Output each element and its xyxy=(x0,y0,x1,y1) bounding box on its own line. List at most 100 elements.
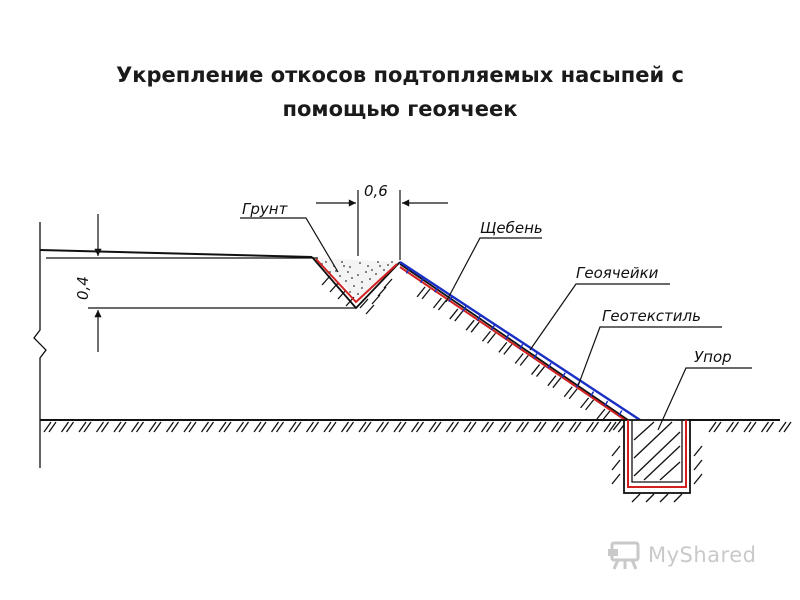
hatch-tick xyxy=(503,343,513,355)
hatch-tick xyxy=(449,308,459,320)
hatch-tick xyxy=(476,315,481,322)
hatch-tick xyxy=(148,421,157,433)
diagram-title: Укрепление откосов подтопляемых насыпей … xyxy=(0,58,800,126)
hatch-tick xyxy=(100,421,110,433)
hatch-tick xyxy=(118,421,127,433)
hatch-tick xyxy=(235,421,245,433)
gravel-dot xyxy=(375,273,377,275)
hatch-tick xyxy=(503,421,512,433)
hatch-tick xyxy=(563,386,573,398)
hatch-tick xyxy=(463,421,472,433)
hatch-tick xyxy=(568,421,577,433)
label-geotextile: Геотекстиль xyxy=(602,307,701,325)
hatch-tick xyxy=(205,421,215,433)
hatch-tick xyxy=(519,343,524,350)
hatch-tick xyxy=(405,267,411,274)
leader-soil xyxy=(240,217,339,273)
hatch-tick xyxy=(596,408,606,420)
hatch-tick xyxy=(713,421,722,433)
hatch-tick xyxy=(434,286,439,293)
hatch-tick xyxy=(48,421,57,433)
hatch-tick xyxy=(568,388,578,400)
label-gravel: Щебень xyxy=(480,219,543,237)
hatch-tick xyxy=(421,288,431,300)
stop-geocell xyxy=(631,420,683,483)
gravel-dot xyxy=(353,285,355,287)
presentation-board-icon xyxy=(608,541,640,570)
gravel-dot xyxy=(339,275,341,277)
hatch-tick xyxy=(200,421,210,433)
hatch-tick xyxy=(450,421,460,433)
hatch-tick xyxy=(555,421,565,433)
hatch-tick xyxy=(363,421,372,433)
hatch-tick xyxy=(481,330,491,342)
title-line-2: помощью геоячеек xyxy=(282,97,518,121)
label-soil: Грунт xyxy=(242,200,289,218)
slope-geotextile-line xyxy=(399,266,632,425)
hatch-tick xyxy=(552,377,562,389)
hatch-tick xyxy=(113,421,122,433)
hatch-tick xyxy=(223,421,232,433)
hatch-tick xyxy=(589,391,595,397)
hatch-tick xyxy=(604,400,609,407)
dimension-width xyxy=(316,190,448,260)
hatch-tick xyxy=(130,421,140,433)
hatch-tick xyxy=(293,421,302,433)
hatch-tick xyxy=(470,321,480,333)
hatch-tick xyxy=(533,353,538,360)
hatch-tick xyxy=(743,421,752,433)
gravel-dot xyxy=(345,280,347,282)
hatch-tick xyxy=(573,421,582,433)
hatch-tick xyxy=(275,421,285,433)
hatch-tick xyxy=(78,421,87,433)
hatch-tick xyxy=(490,324,496,331)
hatch-tick xyxy=(498,341,508,353)
gravel-dot xyxy=(357,293,359,295)
gravel-dot xyxy=(365,271,367,273)
gravel-dot xyxy=(391,261,393,263)
gravel-dot xyxy=(371,269,373,271)
title-line-1: Укрепление откосов подтопляемых насыпей … xyxy=(116,63,684,87)
hatch-tick xyxy=(240,421,250,433)
hatch-tick xyxy=(708,421,717,433)
hatch-tick xyxy=(416,286,426,298)
hatch-tick xyxy=(760,421,770,433)
hatch-tick xyxy=(778,421,787,433)
hatch-tick xyxy=(462,305,467,312)
hatch-tick xyxy=(437,299,447,311)
hatch-tick xyxy=(519,355,529,366)
hatch-tick xyxy=(465,319,475,331)
hatch-tick xyxy=(504,334,510,341)
dimension-depth-label: 0,4 xyxy=(74,276,92,300)
hatch-tick xyxy=(345,421,355,433)
gravel-dot xyxy=(361,281,363,283)
hatch-tick xyxy=(433,421,442,433)
slope-geocell-line xyxy=(399,260,641,422)
leader-geocells xyxy=(529,283,670,351)
dimension-width-label: 0,6 xyxy=(364,182,388,200)
leader-gravel xyxy=(445,237,542,303)
hatch-tick xyxy=(498,421,507,433)
hatch-tick xyxy=(585,399,595,411)
gravel-dot xyxy=(341,261,343,263)
hatch-tick xyxy=(612,419,622,431)
hatch-tick xyxy=(393,421,402,433)
hatch-tick xyxy=(253,421,262,433)
hatch-tick xyxy=(445,421,455,433)
hatch-tick xyxy=(398,421,407,433)
gravel-dot xyxy=(361,287,363,289)
stop-block-hatching xyxy=(633,421,681,481)
gravel-dot xyxy=(325,261,327,263)
trench-edge xyxy=(311,256,401,310)
watermark-text: MyShared xyxy=(648,543,757,567)
hatch-tick xyxy=(65,421,75,433)
gravel-dot xyxy=(383,269,385,271)
gravel-dot xyxy=(357,274,359,276)
hatch-tick xyxy=(536,366,546,377)
gravel-dot xyxy=(369,278,371,280)
leader-geotextile xyxy=(577,326,722,387)
trench-geotextile xyxy=(315,258,398,304)
hatch-tick xyxy=(547,375,557,387)
hatch-tick xyxy=(323,421,332,433)
